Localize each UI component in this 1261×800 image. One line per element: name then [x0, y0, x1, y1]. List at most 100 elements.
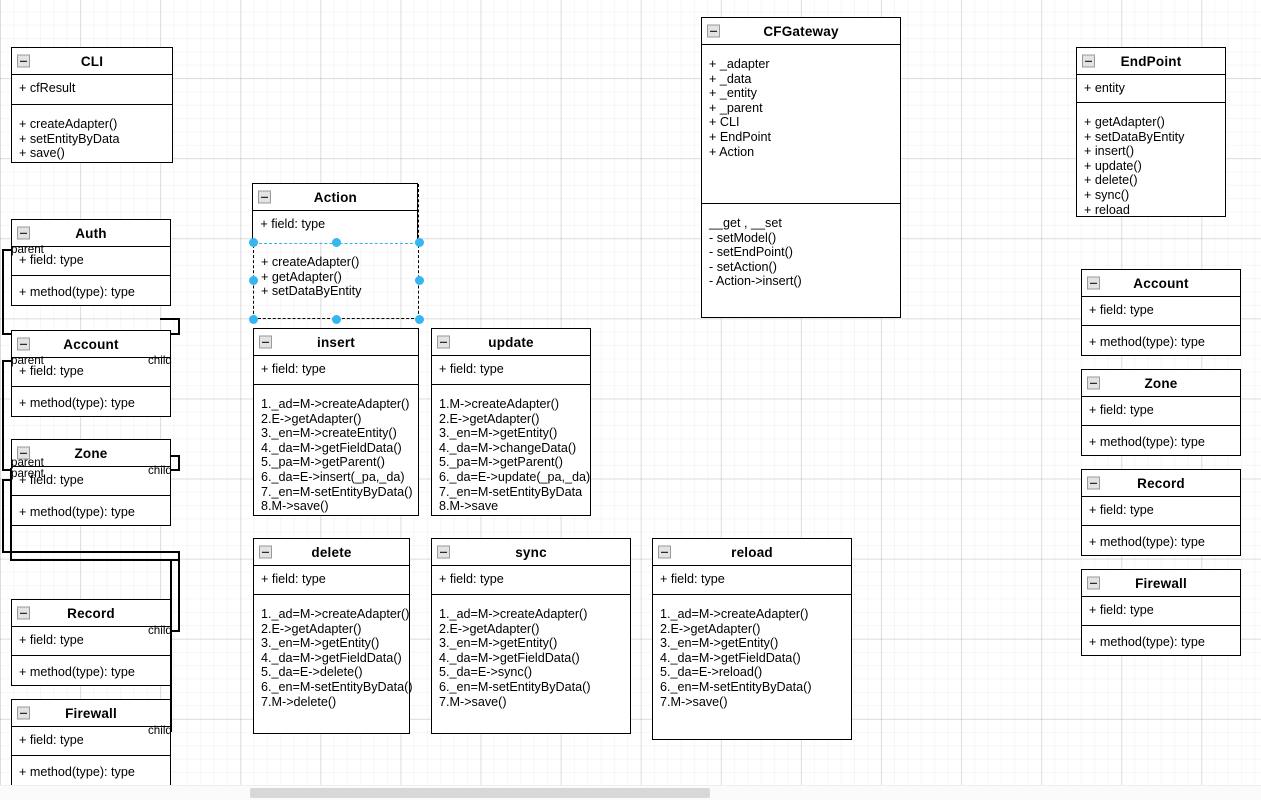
collapse-icon[interactable]	[1087, 476, 1100, 490]
class-header[interactable]: CLI	[12, 48, 172, 75]
class-header[interactable]: Zone	[1082, 370, 1240, 397]
class-attributes: + field: type	[12, 247, 170, 276]
class-box-reload[interactable]: reload + field: type 1._ad=M->createAdap…	[652, 538, 852, 740]
class-box-endpoint[interactable]: EndPoint + entity + getAdapter() + setDa…	[1076, 47, 1226, 217]
class-method: 3._en=M->getEntity()	[660, 636, 779, 651]
class-title: EndPoint	[1120, 53, 1182, 69]
collapse-icon[interactable]	[437, 545, 450, 559]
class-header[interactable]: Account	[1082, 270, 1240, 297]
class-methods: 1._ad=M->createAdapter() 2.E->getAdapter…	[254, 385, 418, 520]
collapse-icon[interactable]	[1087, 276, 1100, 290]
resize-handle-top-left[interactable]	[249, 238, 258, 247]
class-attribute: + field: type	[261, 572, 326, 586]
class-title: Record	[1137, 475, 1185, 491]
class-box-insert[interactable]: insert + field: type 1._ad=M->createAdap…	[253, 328, 419, 516]
class-method: 8.M->save()	[261, 499, 329, 514]
resize-handle-bottom-center[interactable]	[332, 315, 341, 324]
class-box-record-left[interactable]: Record + field: type + method(type): typ…	[11, 599, 171, 686]
class-box-sync[interactable]: sync + field: type 1._ad=M->createAdapte…	[431, 538, 631, 734]
class-box-action[interactable]: Action + field: type + createAdapter() +…	[249, 183, 424, 324]
class-header[interactable]: delete	[254, 539, 409, 566]
class-header[interactable]: Record	[12, 600, 170, 627]
class-box-record-right[interactable]: Record + field: type + method(type): typ…	[1081, 469, 1241, 556]
collapse-icon[interactable]	[1087, 576, 1100, 590]
connector-segment	[2, 249, 16, 251]
class-method: + method(type): type	[19, 665, 135, 679]
class-header[interactable]: insert	[254, 329, 418, 356]
collapse-icon[interactable]	[17, 337, 30, 351]
class-box-firewall-left[interactable]: Firewall + field: type + method(type): t…	[11, 699, 171, 786]
class-box-update[interactable]: update + field: type 1.M->createAdapter(…	[431, 328, 591, 516]
class-box-zone-right[interactable]: Zone + field: type + method(type): type	[1081, 369, 1241, 456]
class-methods: + method(type): type	[12, 276, 170, 306]
class-header[interactable]: Action	[253, 184, 418, 212]
class-title: Record	[67, 605, 115, 621]
collapse-icon[interactable]	[17, 606, 30, 620]
class-attribute: + entity	[1084, 81, 1125, 95]
class-box-account-left[interactable]: Account + field: type + method(type): ty…	[11, 330, 171, 417]
connector-label-parent-zone-b: parent	[11, 467, 44, 480]
collapse-icon[interactable]	[259, 545, 272, 559]
class-title: Account	[1133, 275, 1189, 291]
resize-handle-top-right[interactable]	[415, 238, 424, 247]
class-method: + reload	[1084, 202, 1130, 217]
class-methods: + method(type): type	[12, 496, 170, 526]
class-method: 1._ad=M->createAdapter()	[261, 607, 410, 621]
class-box-cli[interactable]: CLI + cfResult + createAdapter() + setEn…	[11, 47, 173, 163]
class-header[interactable]: update	[432, 329, 590, 356]
resize-handle-middle-right[interactable]	[415, 276, 424, 285]
class-method: + sync()	[1084, 187, 1130, 202]
class-method: 2.E->getAdapter()	[261, 411, 362, 426]
class-header[interactable]: Account	[12, 331, 170, 358]
class-header[interactable]: reload	[653, 539, 851, 566]
collapse-icon[interactable]	[259, 335, 272, 349]
collapse-icon[interactable]	[258, 190, 272, 204]
collapse-icon[interactable]	[658, 545, 671, 559]
class-header[interactable]: EndPoint	[1077, 48, 1225, 75]
resize-handle-bottom-right[interactable]	[415, 315, 424, 324]
collapse-icon[interactable]	[437, 335, 450, 349]
class-attributes: + field: type	[253, 211, 417, 240]
horizontal-scrollbar-thumb[interactable]	[250, 788, 710, 798]
class-box-account-right[interactable]: Account + field: type + method(type): ty…	[1081, 269, 1241, 356]
class-header[interactable]: Auth	[12, 220, 170, 247]
class-attribute: + field: type	[19, 633, 84, 647]
class-attribute: + field: type	[1089, 403, 1154, 417]
class-box-firewall-right[interactable]: Firewall + field: type + method(type): t…	[1081, 569, 1241, 656]
class-methods: 1._ad=M->createAdapter() 2.E->getAdapter…	[432, 595, 630, 715]
resize-handle-top-center[interactable]	[332, 238, 341, 247]
class-method: + save()	[19, 146, 65, 161]
class-method: + method(type): type	[1089, 435, 1205, 449]
class-method: 7.M->save()	[660, 694, 728, 709]
class-box-auth[interactable]: Auth + field: type + method(type): type	[11, 219, 171, 306]
class-attribute: + cfResult	[19, 81, 76, 95]
class-header[interactable]: Record	[1082, 470, 1240, 497]
class-attributes: + field: type	[12, 467, 170, 496]
class-attribute: + field: type	[1089, 503, 1154, 517]
connector-label-parent-auth: parent	[11, 243, 44, 256]
class-header[interactable]: Zone	[12, 440, 170, 467]
resize-handle-middle-left[interactable]	[249, 276, 258, 285]
collapse-icon[interactable]	[17, 226, 30, 240]
class-header[interactable]: Firewall	[1082, 570, 1240, 597]
class-header[interactable]: CFGateway	[702, 18, 900, 45]
collapse-icon[interactable]	[1087, 376, 1100, 390]
class-attributes: + field: type	[1082, 297, 1240, 326]
class-box-cfgateway[interactable]: CFGateway + _adapter + _data + _entity +…	[701, 17, 901, 318]
horizontal-scrollbar-track[interactable]	[0, 785, 1261, 800]
collapse-icon[interactable]	[17, 706, 30, 720]
resize-handle-bottom-left[interactable]	[249, 315, 258, 324]
class-box-zone-left[interactable]: Zone + field: type + method(type): type	[11, 439, 171, 526]
class-methods: + method(type): type	[12, 756, 170, 786]
collapse-icon[interactable]	[1082, 54, 1095, 68]
class-methods: + createAdapter() + getAdapter() + setDa…	[254, 251, 418, 305]
class-header[interactable]: sync	[432, 539, 630, 566]
class-box-delete[interactable]: delete + field: type 1._ad=M->createAdap…	[253, 538, 413, 734]
collapse-icon[interactable]	[17, 446, 30, 460]
class-header[interactable]: Firewall	[12, 700, 170, 727]
class-attributes: + field: type	[432, 566, 630, 595]
class-attribute: + _data	[709, 71, 752, 86]
collapse-icon[interactable]	[17, 54, 30, 68]
collapse-icon[interactable]	[707, 24, 720, 38]
